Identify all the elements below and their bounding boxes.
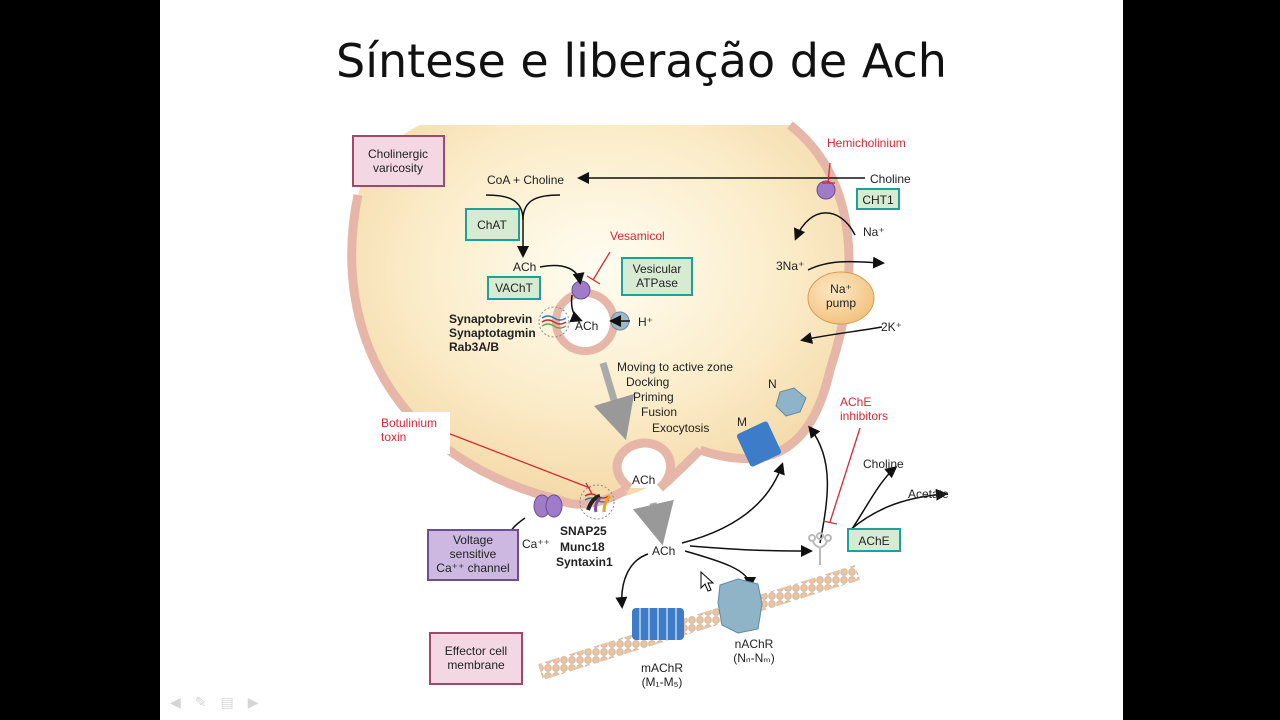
machr-label: mAChR [641, 661, 683, 675]
vacht-transporter [571, 280, 591, 300]
ach-vesicle-label: ACh [575, 319, 598, 333]
m-receptor-label: M [737, 415, 747, 429]
step-1: Moving to active zone [617, 360, 733, 374]
diagram: ACh ACh [347, 121, 949, 689]
box-varicosity-text-line: varicosity [373, 161, 423, 175]
slide-title: Síntese e liberação de Ach [336, 34, 947, 88]
step-5: Exocytosis [652, 421, 709, 435]
snare-complex [579, 484, 615, 520]
labels: CoA + Choline Choline Hemicholinium Na⁺ … [374, 136, 949, 689]
fusion-vesicle: ACh [557, 438, 704, 509]
rab-label: Rab3A/B [449, 340, 499, 354]
box-effector-text: Effector cell [445, 644, 507, 658]
box-atpase-text: Vesicular [633, 262, 682, 276]
next-icon[interactable]: ▶ [247, 694, 259, 710]
machr-label-line: (M₁-M₅) [642, 675, 683, 689]
ach-top-label: ACh [513, 260, 536, 274]
botulinium-label-line: toxin [381, 430, 406, 444]
slide-controls: ◀ ✎ ▤ ▶ [170, 694, 259, 711]
cursor-icon [700, 570, 715, 592]
munc18-label: Munc18 [560, 540, 605, 554]
text-line: pump [826, 296, 856, 310]
box-ca-channel-text: Voltage [453, 533, 493, 547]
ache-inhibitors-label-line: inhibitors [840, 409, 888, 423]
inhibitor-lines [444, 162, 861, 525]
hemicholinium-label: Hemicholinium [827, 136, 906, 150]
box-effector-text-line: membrane [447, 658, 505, 672]
na-pump-icon: Na⁺pump [807, 271, 875, 325]
box-ca-channel-text-line: Ca⁺⁺ channel [436, 561, 509, 575]
slide: Síntese e liberação de Ach [160, 0, 1123, 720]
ca-label: Ca⁺⁺ [522, 537, 550, 551]
ach-fusion-label: ACh [632, 473, 655, 487]
two-k-label: 2K⁺ [881, 320, 902, 334]
box-vacht: VAChT [487, 276, 541, 300]
box-varicosity-text: Cholinergic [368, 147, 428, 161]
cht1-transporter-icon [816, 180, 836, 200]
pathway-arrows [593, 361, 674, 546]
box-cht1-text: CHT1 [862, 193, 894, 207]
ach-cleft-label: ACh [652, 544, 675, 558]
box-ache: AChE [847, 528, 901, 552]
arrows [485, 172, 948, 609]
box-vacht-text: VAChT [495, 281, 533, 295]
step-2: Docking [626, 375, 669, 389]
snap25-label: SNAP25 [560, 524, 607, 538]
menu-icon[interactable]: ▤ [220, 694, 234, 710]
na-label: Na⁺ [863, 225, 885, 239]
n-receptor-label: N [768, 377, 777, 391]
synaptotagmin-label: Synaptotagmin [449, 326, 536, 340]
h-plus-label: H⁺ [638, 315, 653, 329]
pen-icon[interactable]: ✎ [194, 694, 207, 710]
nachr-label: nAChR [735, 637, 774, 651]
box-atpase-text-line: ATPase [636, 276, 678, 290]
nachr-receptor-icon [717, 578, 763, 634]
box-chat-text: ChAT [477, 218, 507, 232]
synaptobrevin-label: Synaptobrevin [449, 312, 532, 326]
prev-icon[interactable]: ◀ [170, 694, 181, 710]
svg-text:mAChR(M₁-M₅): mAChR(M₁-M₅) [641, 661, 683, 689]
svg-text:nAChR(Nₙ-Nₘ): nAChR(Nₙ-Nₘ) [733, 637, 775, 665]
n-receptor-icon [775, 387, 807, 417]
box-ache-text: AChE [858, 534, 889, 548]
choline-out-label: Choline [870, 172, 911, 186]
effector-membrane [538, 565, 860, 680]
na-pump-label: Na⁺pump [826, 282, 856, 310]
ache-enzyme-icon [808, 532, 832, 565]
m-receptor-icon [736, 421, 782, 467]
box-chat: ChAT [465, 208, 520, 241]
choline-product-label: Choline [863, 457, 904, 471]
ca-channel-icon [533, 494, 563, 518]
step-3: Priming [633, 390, 674, 404]
vesamicol-label: Vesamicol [610, 229, 665, 243]
box-cht1: CHT1 [856, 188, 900, 210]
box-ca-channel-text-line: sensitive [450, 547, 497, 561]
machr-receptor-icon [632, 608, 684, 640]
acetate-label: Acetate [908, 487, 949, 501]
nachr-label-line: (Nₙ-Nₘ) [733, 651, 775, 665]
three-na-label: 3Na⁺ [776, 259, 804, 273]
syntaxin-label: Syntaxin1 [556, 555, 613, 569]
ache-inhibitors-label: AChE [840, 395, 871, 409]
botulinium-label: Botulinium [381, 416, 437, 430]
coa-choline-label: CoA + Choline [487, 173, 564, 187]
step-4: Fusion [641, 405, 677, 419]
